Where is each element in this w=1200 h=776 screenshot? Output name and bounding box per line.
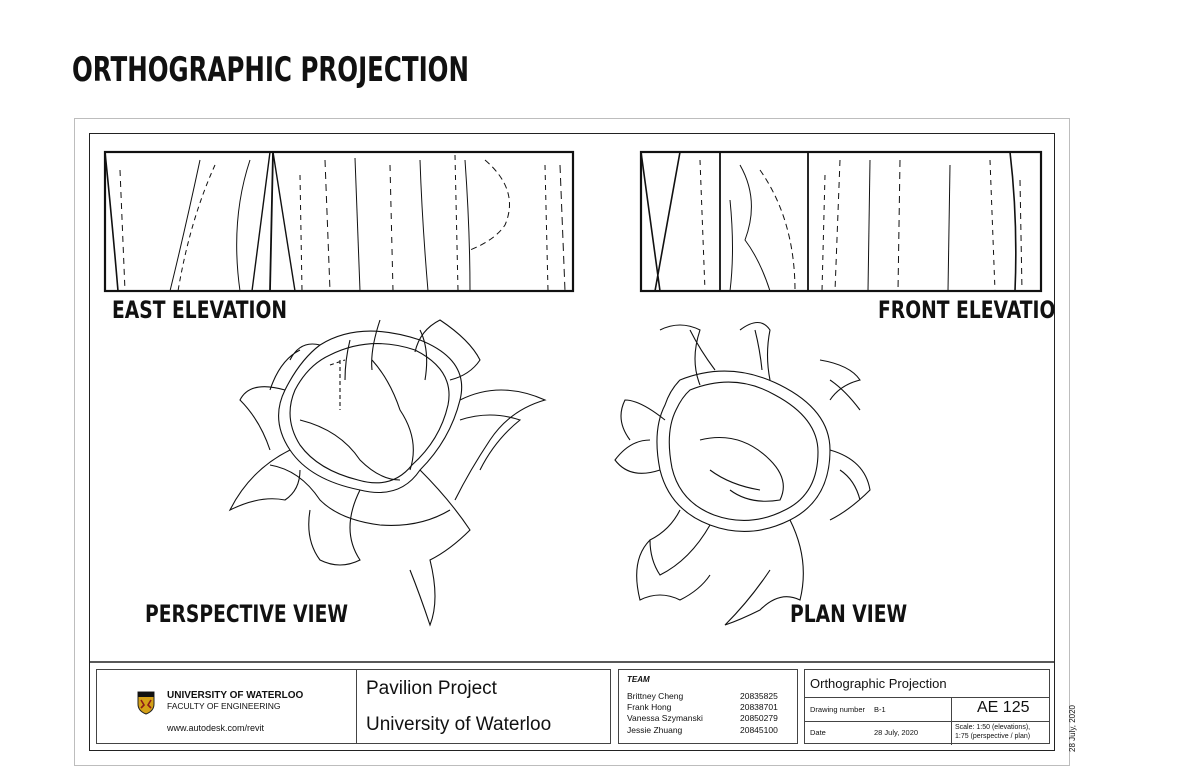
team-member-name: Brittney Cheng bbox=[627, 691, 684, 701]
team-member-name: Jessie Zhuang bbox=[627, 725, 683, 735]
date-value: 28 July, 2020 bbox=[874, 728, 919, 737]
drawing-area: EAST ELEVATION FRONT ELEVATION bbox=[90, 150, 1055, 663]
drawing-number-label: Drawing number bbox=[810, 705, 866, 714]
logo-cell: UNIVERSITY OF WATERLOO FACULTY OF ENGINE… bbox=[96, 669, 358, 744]
plan-view-drawing bbox=[614, 321, 871, 626]
drawing-border bbox=[89, 133, 1055, 751]
sheet-number: AE 125 bbox=[977, 699, 1030, 716]
university-crest-icon bbox=[137, 691, 155, 715]
client-name: University of Waterloo bbox=[366, 714, 552, 735]
drawing-number-value: B-1 bbox=[874, 705, 886, 714]
project-cell: Pavilion Project University of Waterloo bbox=[356, 669, 611, 744]
front-elevation-drawing bbox=[639, 150, 1043, 293]
perspective-view-drawing bbox=[228, 319, 547, 627]
front-elevation-label: FRONT ELEVATION bbox=[878, 297, 1055, 325]
team-heading: TEAM bbox=[627, 675, 650, 684]
east-elevation-drawing bbox=[103, 150, 575, 293]
sheet-info-cell: Orthographic Projection Drawing number B… bbox=[804, 669, 1050, 745]
sheet-title: Orthographic Projection bbox=[810, 676, 947, 691]
website-link[interactable]: www.autodesk.com/revit bbox=[167, 723, 265, 733]
faculty-name: FACULTY OF ENGINEERING bbox=[167, 701, 281, 711]
scale-line-1: Scale: 1:50 (elevations), bbox=[955, 724, 1031, 731]
drawing-sheet bbox=[74, 118, 1070, 766]
project-name: Pavilion Project bbox=[366, 678, 497, 699]
east-elevation-label: EAST ELEVATION bbox=[112, 297, 287, 325]
university-name: UNIVERSITY OF WATERLOO bbox=[167, 690, 304, 701]
side-date: 28 July, 2020 bbox=[1068, 705, 1077, 752]
perspective-view-label: PERSPECTIVE VIEW bbox=[145, 601, 348, 629]
team-cell: TEAM Brittney Cheng 20835825 Frank Hong … bbox=[618, 669, 798, 744]
team-member-name: Frank Hong bbox=[627, 702, 672, 712]
plan-view-label: PLAN VIEW bbox=[790, 601, 907, 629]
team-member-name: Vanessa Szymanski bbox=[627, 713, 703, 723]
team-member-id: 20838701 bbox=[740, 702, 778, 712]
team-member-id: 20850279 bbox=[740, 713, 778, 723]
scale-line-2: 1:75 (perspective / plan) bbox=[955, 733, 1031, 740]
date-label: Date bbox=[810, 728, 826, 737]
team-member-id: 20845100 bbox=[740, 725, 778, 735]
page-title: ORTHOGRAPHIC PROJECTION bbox=[72, 50, 469, 90]
team-member-id: 20835825 bbox=[740, 691, 778, 701]
